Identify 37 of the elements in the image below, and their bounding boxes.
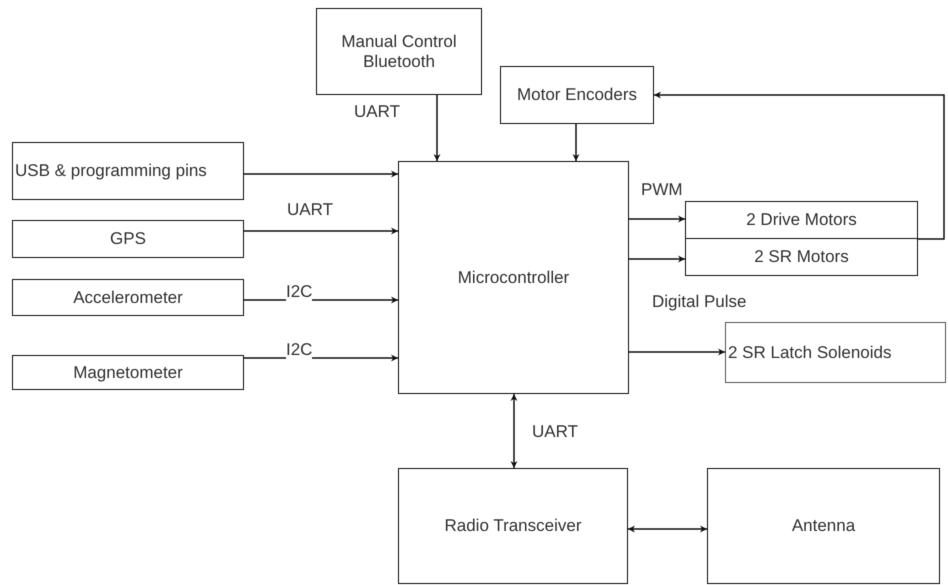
block-box bbox=[12, 279, 244, 316]
block-label: Antenna bbox=[792, 516, 856, 536]
block-box bbox=[12, 142, 244, 200]
block-box bbox=[500, 66, 654, 124]
edge-label: Digital Pulse bbox=[652, 292, 746, 312]
block-box bbox=[316, 8, 482, 95]
block-label: 2 Drive Motors bbox=[746, 210, 857, 230]
arrow bbox=[244, 170, 398, 178]
arrow bbox=[654, 92, 945, 240]
block-box bbox=[685, 238, 918, 276]
arrow bbox=[572, 124, 580, 161]
edge-label: I2C bbox=[286, 340, 312, 360]
arrow bbox=[244, 228, 398, 234]
arrow bbox=[629, 216, 685, 222]
arrow bbox=[510, 394, 518, 468]
block-label: Accelerometer bbox=[73, 288, 183, 308]
block-label: Microcontroller bbox=[458, 268, 570, 288]
block-label: Radio Transceiver bbox=[444, 516, 582, 536]
arrow bbox=[629, 348, 725, 356]
block-label: GPS bbox=[110, 229, 146, 249]
block-box bbox=[725, 322, 946, 383]
arrow bbox=[629, 256, 685, 262]
edge-label: I2C bbox=[286, 282, 312, 302]
block-box bbox=[12, 355, 244, 390]
block-box bbox=[398, 161, 629, 394]
block-label: Magnetometer bbox=[73, 362, 183, 382]
arrow bbox=[628, 526, 707, 532]
block-label: USB & programming pins bbox=[15, 161, 207, 181]
block-box bbox=[12, 220, 244, 258]
block-box bbox=[685, 201, 918, 239]
block-label: 2 SR Motors bbox=[754, 247, 849, 267]
block-box bbox=[398, 468, 628, 584]
block-box bbox=[707, 468, 940, 584]
block-label: Manual Control Bluetooth bbox=[340, 32, 458, 72]
arrow bbox=[434, 95, 440, 161]
block-label: 2 SR Latch Solenoids bbox=[728, 342, 892, 362]
block-label: Motor Encoders bbox=[517, 85, 637, 105]
